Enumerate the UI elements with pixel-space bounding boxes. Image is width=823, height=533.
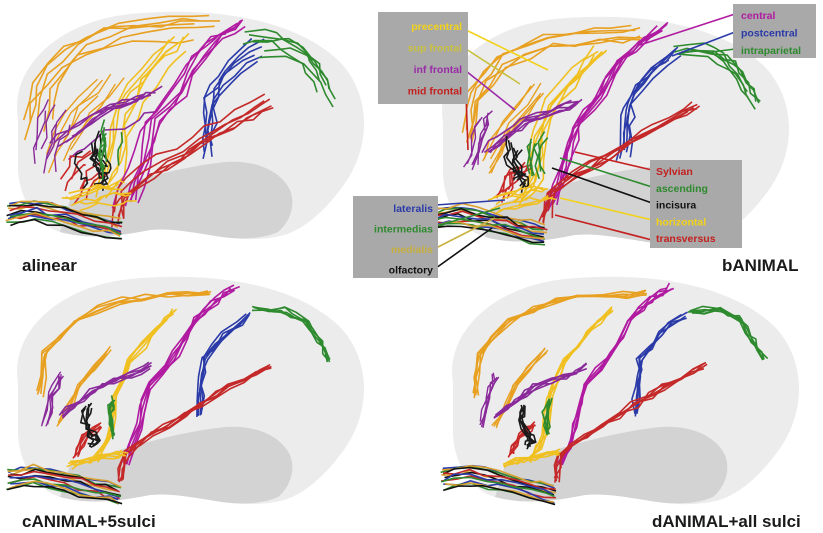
brain-panel-c — [6, 277, 364, 504]
legend-item-lateralis: lateralis — [393, 203, 433, 215]
panel-label-a: alinear — [22, 256, 77, 275]
legend-item-mid-frontal: mid frontal — [408, 86, 462, 98]
legend-item-transversus: transversus — [656, 233, 716, 245]
panel-label-b: bANIMAL — [722, 256, 798, 275]
panel-label-d: dANIMAL+all sulci — [652, 512, 801, 531]
legend-item-postcentral: postcentral — [741, 28, 798, 40]
legend-item-precentral: precentral — [411, 21, 462, 33]
legend-item-inf-frontal: inf frontal — [414, 64, 462, 76]
legend-item-olfactory: olfactory — [389, 265, 434, 277]
legend-item-intermedias: intermedias — [374, 224, 433, 236]
brain-panel-a — [6, 12, 364, 239]
brain-panel-d — [441, 277, 799, 505]
legend-item-ascending: ascending — [656, 183, 708, 195]
legend-item-central: central — [741, 10, 776, 22]
legend-item-medialis: medialis — [391, 244, 433, 256]
legend-item-sup-frontal: sup frontal — [408, 43, 462, 55]
legend-item-horizontal: horizontal — [656, 216, 706, 228]
legend-item-incisura: incisura — [656, 200, 696, 212]
legend-item-intraparietal: intraparietal — [741, 45, 801, 57]
panel-label-c: cANIMAL+5sulci — [22, 512, 156, 531]
legend-item-sylvian: Sylvian — [656, 166, 693, 178]
